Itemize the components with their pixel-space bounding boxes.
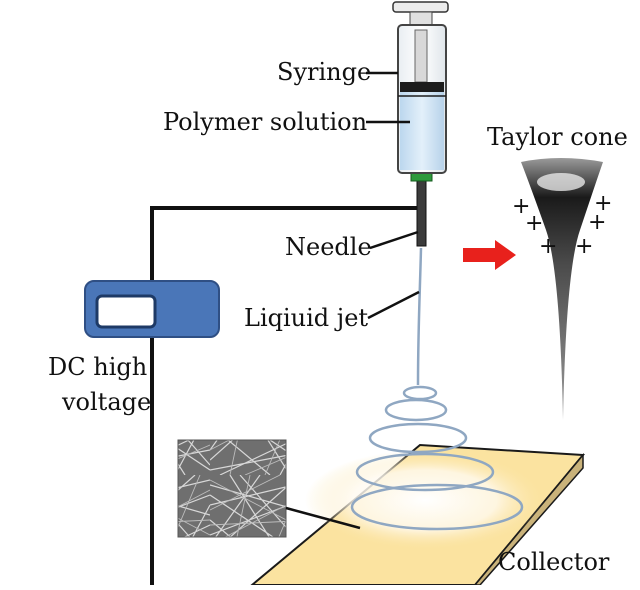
- charge-plus-icon: +: [588, 210, 607, 235]
- syringe-label: Syringe: [277, 58, 372, 86]
- dc-power-supply-icon: [84, 280, 220, 338]
- circuit-wire: [150, 206, 418, 585]
- syringe: [392, 1, 449, 174]
- plunger-seal: [400, 82, 444, 92]
- voltage-label: voltage: [62, 388, 152, 416]
- fiber-sem-inset: [177, 439, 287, 538]
- charge-plus-icon: +: [525, 211, 544, 236]
- taylor-cone-label: Taylor cone: [487, 123, 628, 151]
- inset-leader-line: [285, 506, 361, 530]
- collector-label: Collector: [498, 548, 610, 576]
- needle-label: Needle: [285, 233, 372, 261]
- right-arrow-icon: [463, 240, 516, 270]
- polymer-solution-label: Polymer solution: [163, 108, 368, 136]
- charge-plus-icon: +: [594, 191, 613, 216]
- whipping-coils: [350, 385, 524, 531]
- charge-plus-icon: +: [512, 194, 531, 219]
- charge-plus-icon: +: [575, 234, 594, 259]
- dc-high-label: DC high: [48, 353, 148, 381]
- charge-plus-icon: +: [539, 234, 558, 259]
- liquid-jet-label: Liqiuid jet: [244, 304, 369, 332]
- polymer-solution-fill: [400, 90, 444, 170]
- taylor-cone-image: [521, 158, 603, 420]
- liquid-jet: [416, 247, 423, 386]
